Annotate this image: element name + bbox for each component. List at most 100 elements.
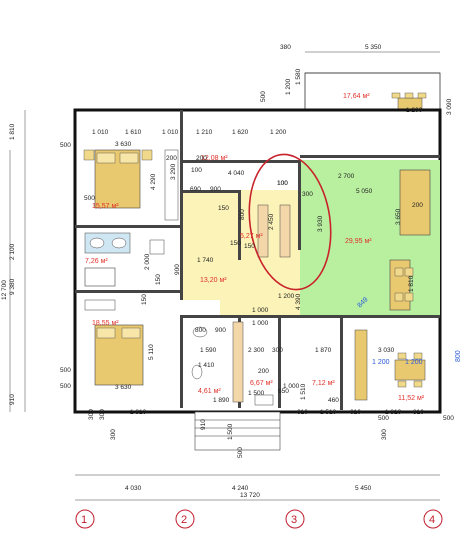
- boiler-dim-1000: 1 000: [252, 307, 269, 314]
- wc-dim-900: 900: [215, 327, 226, 334]
- vest-dim-300: 300: [272, 347, 283, 354]
- bath-dim-150a: 150: [155, 274, 162, 285]
- hall-area: 13,20 м²: [200, 277, 227, 284]
- kitchen-dim-610: 610: [350, 409, 361, 416]
- misc-dim-500: 500: [443, 415, 454, 422]
- bottom-small-1500: 1 500: [227, 423, 234, 440]
- axis-markers: [75, 509, 443, 529]
- boiler-area: 7,12 м²: [312, 380, 335, 387]
- boiler-dim-1870: 1 870: [315, 347, 332, 354]
- hall-upper-dim-200b: 200: [166, 155, 177, 162]
- misc-dim-150: 150: [230, 240, 241, 247]
- living-dim-200: 200: [412, 202, 423, 209]
- hall-dim-1740: 1 740: [197, 257, 214, 264]
- kitchen-side: 800: [455, 350, 462, 362]
- boiler-dim-1510: 1 510: [300, 383, 307, 400]
- hall-upper-dim-200: 200: [196, 155, 207, 162]
- row-dim-5: 1 620: [232, 129, 249, 136]
- bottom-dim-4030: 4 030: [125, 485, 142, 492]
- hall-upper-dim-690: 690: [190, 186, 201, 193]
- entrance-steps: [194, 411, 281, 451]
- bottom-row-1200: 1 200: [278, 293, 295, 300]
- bed2-height: 5 110: [148, 344, 155, 360]
- bath-area: 7,26 м²: [85, 258, 108, 265]
- misc-dim-300a: 300: [88, 409, 95, 420]
- wc-fixtures: [191, 326, 274, 406]
- closet-dim-150: 150: [244, 243, 255, 250]
- row-dim-7: 1 200: [406, 107, 423, 114]
- row-dim-2: 1 610: [125, 129, 142, 136]
- vest-dim-1500: 1 500: [248, 390, 265, 397]
- misc-dim-4390: 4 390: [295, 293, 302, 310]
- bottom-dim-4240: 4 240: [232, 485, 249, 492]
- hall-upper-dim-100: 100: [191, 167, 202, 174]
- bathroom: [84, 232, 165, 287]
- axis-3: 3: [291, 514, 297, 526]
- bedroom-2: [84, 299, 144, 386]
- bottom-small-300: 300: [110, 429, 117, 440]
- bottom-dim-5450: 5 450: [355, 485, 372, 492]
- bottom-row-610: 610: [297, 409, 308, 416]
- bottom-row-1000: 1 000: [283, 383, 300, 390]
- misc-dim-300b: 300: [99, 409, 106, 420]
- vest-dim-2300: 2 300: [248, 347, 265, 354]
- kitchen-furniture: [354, 329, 426, 401]
- closet-dim-800: 800: [239, 209, 246, 220]
- living-dim-3650: 3 650: [395, 208, 402, 225]
- bedroom-1: [83, 149, 179, 221]
- living-area: 29,95 м²: [345, 238, 372, 245]
- row-dim-3: 1 010: [162, 129, 179, 136]
- living-dim-5050: 5 050: [356, 188, 373, 195]
- closet-shelves: [232, 204, 291, 403]
- wc-area: 4,61 м²: [198, 388, 221, 395]
- misc-dim-1000: 1 000: [252, 320, 269, 327]
- hall-upper-area: 12,08 м²: [201, 155, 228, 162]
- terrace-dim-1580: 1 580: [295, 68, 302, 85]
- kitchen-dim-1200b: 1 200: [405, 359, 423, 366]
- hall-upper-dim-900: 900: [210, 186, 221, 193]
- dimension-lines: [9, 51, 440, 501]
- vest-dim-200: 200: [258, 368, 269, 375]
- bottom-row-1810: 1 810: [130, 409, 147, 416]
- terrace-area: 17,64 м²: [343, 93, 370, 100]
- bottom-small-910: 910: [200, 419, 207, 430]
- axis-4: 4: [429, 514, 435, 526]
- bath-dim-150b: 150: [141, 294, 148, 305]
- left-dim-500c: 500: [60, 383, 71, 390]
- living-dim-100: 100: [277, 180, 288, 187]
- misc-dim-1890: 1 890: [213, 397, 230, 404]
- terrace-dim-1200: 1 200: [285, 78, 292, 95]
- left-dim-2100: 2 100: [9, 243, 16, 260]
- terrace-dim-500: 500: [260, 91, 267, 102]
- bed1-area: 15,57 м²: [92, 203, 119, 210]
- left-dim-9380: 9 380: [9, 278, 16, 295]
- living-dim-300: 300: [302, 191, 313, 198]
- left-dim-910: 910: [9, 394, 16, 405]
- bottom-row-810: 810: [413, 409, 424, 416]
- highlight-annotation: [248, 153, 332, 291]
- axis-2: 2: [181, 514, 187, 526]
- bed1-side: 500: [84, 195, 95, 202]
- bed1-width: 3 630: [115, 141, 132, 148]
- hall-upper-dim-150: 150: [218, 205, 229, 212]
- row-dim-6: 1 200: [270, 129, 287, 136]
- kitchen-dim-3030: 3 030: [378, 347, 395, 354]
- top-dim-380: 380: [280, 44, 291, 51]
- living-dim-1810: 1 810: [408, 275, 415, 292]
- closet-dim-100: 100: [277, 180, 288, 187]
- wc-dim-1410: 1 410: [198, 362, 215, 369]
- closet-dim-2450: 2 450: [268, 213, 275, 230]
- bed1-height: 4 290: [150, 173, 157, 190]
- closet-area: 5,27 м²: [240, 233, 263, 240]
- left-dim-12700: 12 700: [1, 280, 8, 300]
- vest-area: 6,67 м²: [250, 380, 273, 387]
- bed2-area: 18,55 м²: [92, 320, 119, 327]
- kitchen-dim-1510: 1 510: [320, 409, 337, 416]
- hall-upper-dim-3290: 3 290: [170, 163, 177, 180]
- kitchen-area: 11,52 м²: [398, 395, 425, 402]
- living-dim-2700: 2 700: [338, 173, 355, 180]
- kitchen-dim-1810: 1 810: [385, 409, 402, 416]
- left-dim-1810: 1 810: [9, 123, 16, 140]
- bed2-width: 3 630: [115, 384, 132, 391]
